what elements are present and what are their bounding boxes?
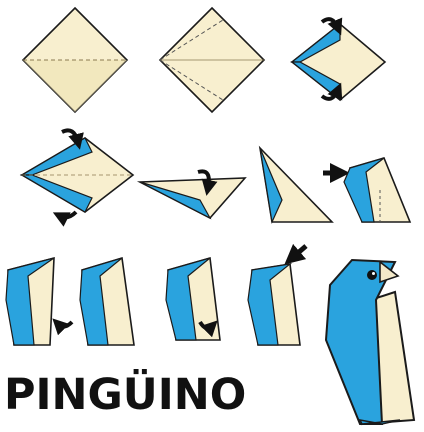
step-10 xyxy=(166,258,220,340)
arrow-icon xyxy=(58,322,72,327)
arrow-icon xyxy=(60,212,76,217)
step-5 xyxy=(140,171,245,218)
step-7 xyxy=(323,158,410,222)
step-11 xyxy=(248,246,306,345)
step-3 xyxy=(292,19,385,100)
step-2 xyxy=(160,8,264,112)
arrow-icon xyxy=(322,19,338,28)
page-title: PINGÜINO xyxy=(4,370,246,420)
step-6 xyxy=(260,148,332,222)
step-8 xyxy=(6,258,72,345)
arrow-icon xyxy=(62,130,78,142)
paper-shade xyxy=(23,60,127,112)
eye-icon xyxy=(367,270,377,280)
step-12 xyxy=(326,260,414,424)
eye-highlight xyxy=(372,272,375,275)
step-1 xyxy=(23,8,127,112)
step-4 xyxy=(22,130,133,217)
step-9 xyxy=(80,258,134,345)
arrow-icon xyxy=(292,246,306,258)
